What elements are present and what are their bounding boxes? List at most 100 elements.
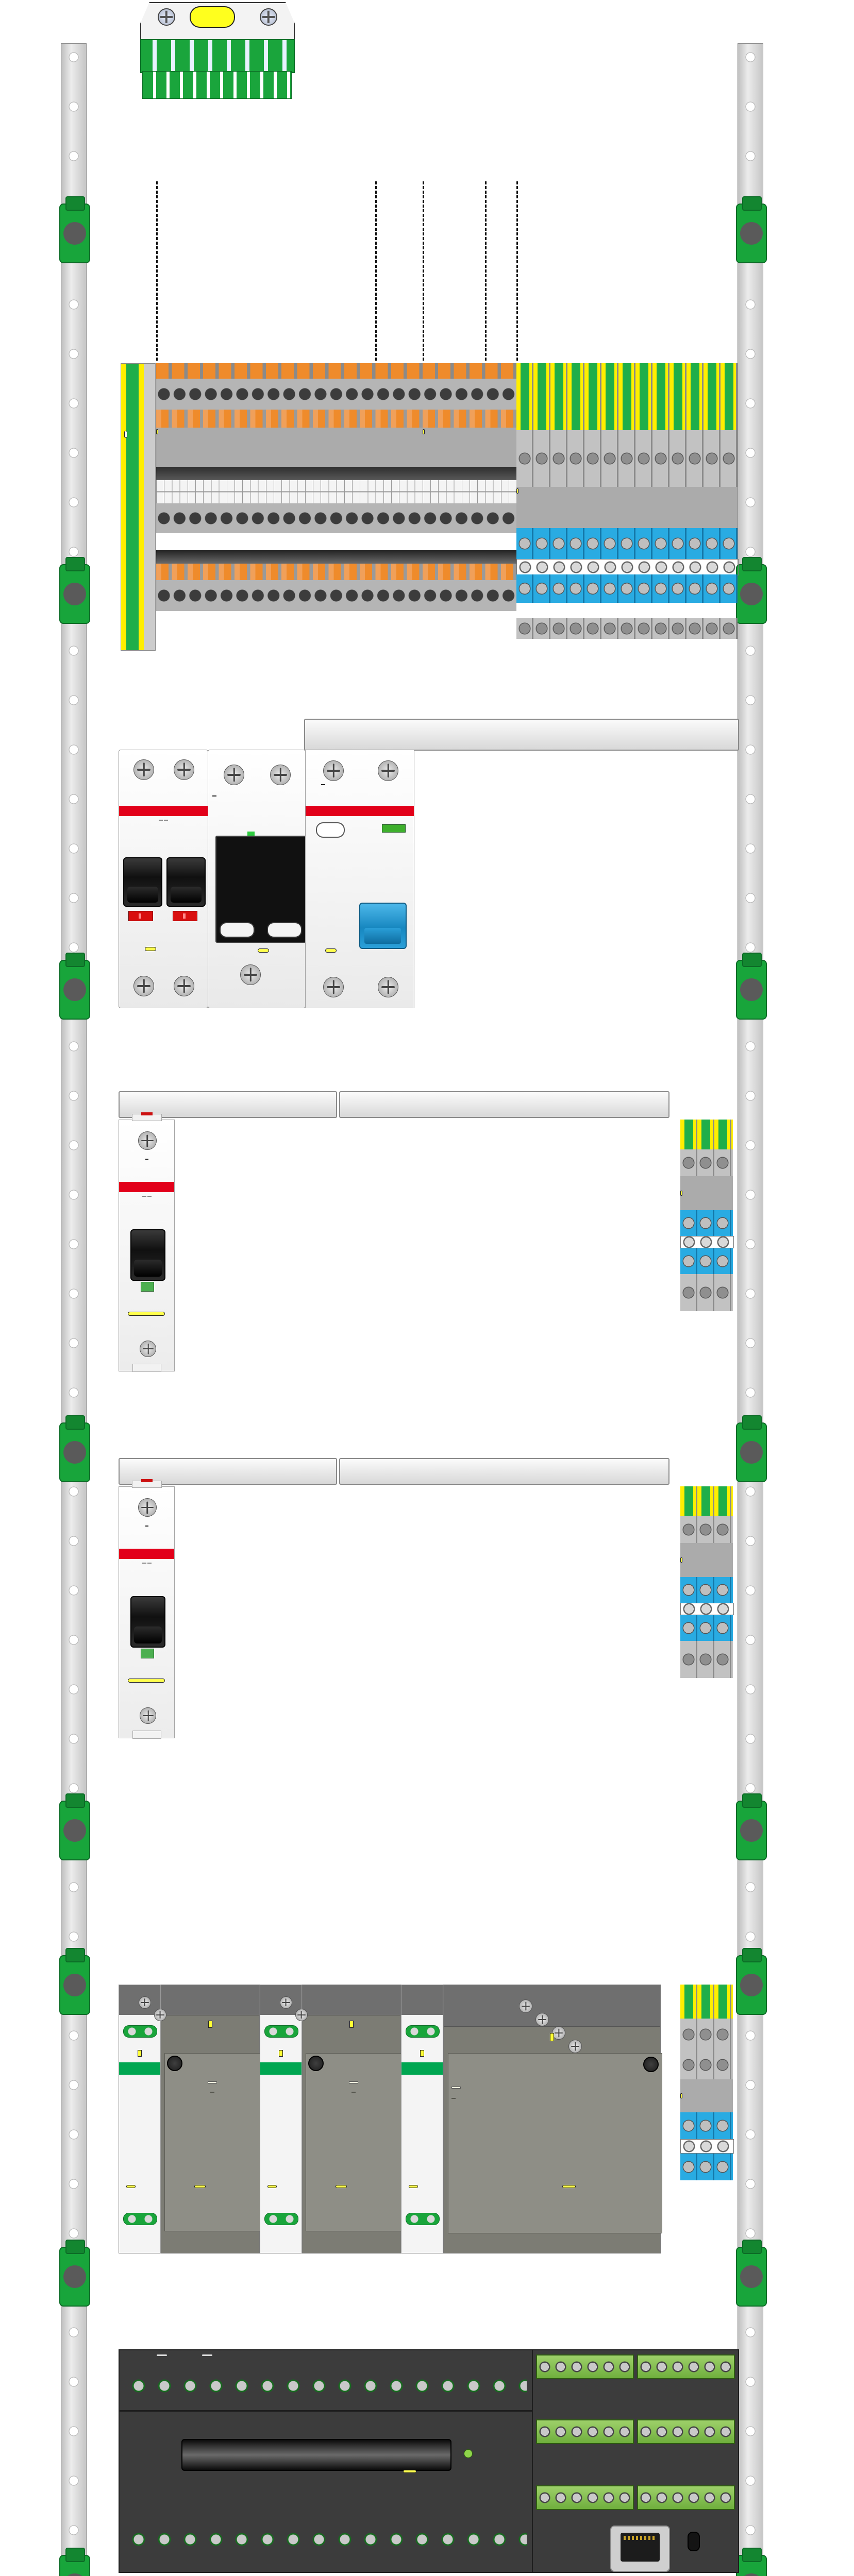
mw-logo <box>451 2087 461 2089</box>
rcd-module <box>305 750 414 1008</box>
circuit-label <box>161 2019 259 2029</box>
wire-tags-row <box>155 2279 691 2283</box>
breaker-off-indicator <box>141 1282 154 1292</box>
screw-icon <box>270 765 291 785</box>
circuit-label <box>680 1892 698 1980</box>
busbar-ps1-12 <box>119 1458 337 1485</box>
vo-adj-knob[interactable] <box>167 2056 182 2071</box>
circuit-labels-pe <box>516 190 738 352</box>
circuit-label <box>680 1036 698 1118</box>
xt-circuit-labels <box>680 1402 698 1485</box>
device-id-label <box>126 2185 136 2188</box>
terminal-band <box>680 1274 733 1311</box>
screw-icon <box>158 8 175 26</box>
device-id-label <box>194 2185 206 2188</box>
pe-terminal-block <box>140 2 295 117</box>
neutral-terminal-strip <box>680 1248 733 1274</box>
psu-mw-u1 <box>139 1985 260 2253</box>
device-id-label <box>409 2185 418 2188</box>
wire-tags-row <box>537 2379 630 2395</box>
device-id-label <box>403 2470 416 2473</box>
screw-icon <box>154 2009 166 2021</box>
rcd-test-button[interactable] <box>316 822 345 838</box>
screw-icon <box>133 976 154 996</box>
relay-info-button[interactable] <box>267 922 302 938</box>
xt-circuit-labels <box>680 1892 698 1980</box>
relay-label <box>212 795 216 796</box>
ff-brand <box>119 2062 160 2075</box>
device-id-label <box>145 947 156 951</box>
breaker-toggle[interactable] <box>166 857 206 907</box>
breaker-row-2 <box>119 1112 175 1372</box>
busbar-clip <box>132 1112 162 1121</box>
relay-menu-button[interactable] <box>220 922 255 938</box>
xt1-pe-strip <box>121 363 156 651</box>
circuit-label <box>444 2032 660 2042</box>
screw-icon <box>519 1999 532 2013</box>
prog-button[interactable] <box>688 2532 700 2551</box>
terminal-pill <box>406 2213 440 2225</box>
breaker-toggle[interactable] <box>123 857 162 907</box>
xt-labels-row <box>156 429 423 434</box>
wire-tags-row <box>156 536 423 537</box>
mw-logo <box>208 2081 217 2083</box>
device-id-label <box>325 948 337 953</box>
pe-terminal-strip <box>680 1985 733 2019</box>
screw-icon <box>174 976 194 996</box>
busbar-text <box>508 731 517 739</box>
terminal-pill <box>264 2213 298 2225</box>
neutral-terminal-strip <box>680 1210 733 1236</box>
terminal-band <box>680 2019 733 2050</box>
screw-icon <box>133 759 154 780</box>
hdl-out-group <box>202 2354 212 2356</box>
busbar-ps1-12 <box>339 1458 669 1485</box>
terminal-band <box>516 618 738 639</box>
rail-clamp <box>59 2240 90 2307</box>
abb-brand-band <box>119 1182 175 1192</box>
xt-column-group <box>680 1486 734 1678</box>
wire-tags-row <box>156 613 516 614</box>
screw-icon <box>323 977 344 997</box>
breaker-on-indicator <box>128 911 153 921</box>
wire-tags-row <box>147 1037 704 1038</box>
breaker-toggle[interactable] <box>130 1229 165 1281</box>
pe-label <box>190 6 235 28</box>
breaker-spec <box>119 1561 174 1565</box>
circuit-label-cell <box>516 190 533 352</box>
screw-icon <box>240 964 261 985</box>
circuit-label <box>303 2019 400 2029</box>
vo-adj-knob[interactable] <box>643 2057 659 2072</box>
pe-block-terminals <box>140 39 295 73</box>
rcd-toggle[interactable] <box>359 903 407 949</box>
terminal-band <box>156 550 516 564</box>
terminal-band <box>156 564 516 580</box>
vo-adj-knob[interactable] <box>308 2056 324 2071</box>
terminal-band <box>516 430 738 487</box>
rail-clamp <box>59 1415 90 1482</box>
screw-icon <box>378 977 398 997</box>
device-id-label <box>562 2185 576 2188</box>
psu-hdr-100-24 <box>443 1985 662 2253</box>
terminal-group-label <box>516 488 518 494</box>
breaker-on-indicator <box>173 911 197 921</box>
wire-tags-row <box>155 2314 526 2318</box>
neutral-terminal-strip <box>680 2154 733 2180</box>
relay-led <box>247 832 255 836</box>
neutral-terminal-strip <box>680 2112 733 2139</box>
terminal-group-label <box>680 1557 682 1563</box>
wire-tags-row <box>537 2445 614 2461</box>
neutral-terminal-strip <box>680 1577 733 1603</box>
xt-labels-row <box>423 429 516 434</box>
rcd-row <box>305 750 414 1008</box>
rail-clamp <box>736 196 767 263</box>
terminal-band <box>156 428 516 467</box>
rail-clamp <box>736 2548 767 2576</box>
voltage-relay-kv1 <box>208 750 306 1008</box>
rail-clamp <box>59 1793 90 1860</box>
breaker-toggle[interactable] <box>130 1596 165 1648</box>
wire-tags-row <box>516 604 738 605</box>
green-terminal-strip <box>536 2419 634 2444</box>
hdl-dimmer-module <box>119 2349 534 2573</box>
terminal-pill <box>123 2213 157 2225</box>
terminal-pill <box>123 2025 157 2038</box>
